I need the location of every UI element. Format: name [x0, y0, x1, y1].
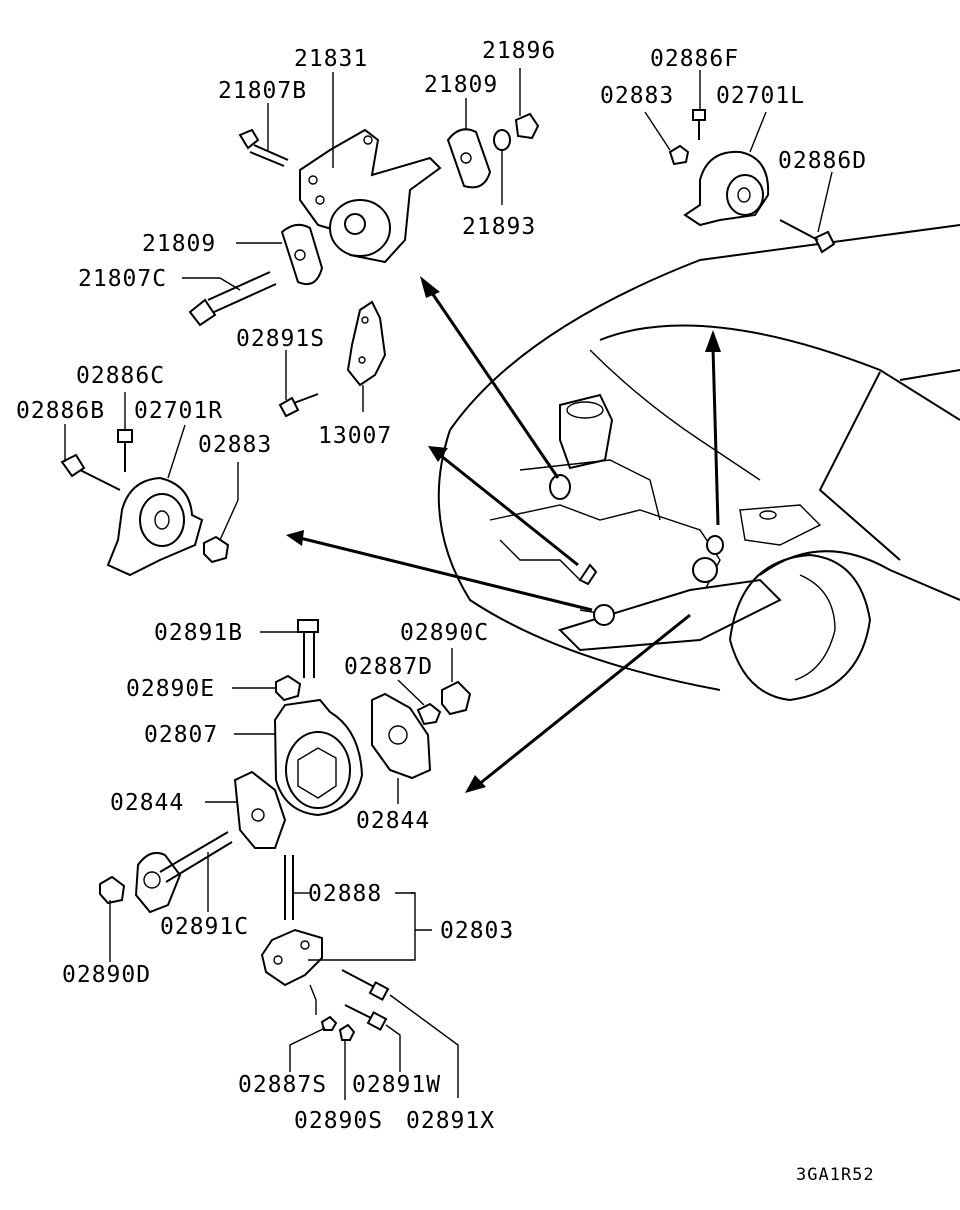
label-02701L: 02701L — [716, 83, 805, 109]
mount-02701R-assembly — [60, 429, 230, 577]
label-02888: 02888 — [308, 881, 382, 907]
mount-21831-assembly — [188, 112, 540, 327]
label-02886B: 02886B — [16, 398, 105, 424]
label-21896: 21896 — [482, 38, 556, 64]
label-02883-top: 02883 — [600, 83, 674, 109]
label-02890C: 02890C — [400, 620, 489, 646]
label-21809-top: 21809 — [424, 72, 498, 98]
label-13007: 13007 — [318, 423, 392, 449]
label-02886F: 02886F — [650, 46, 739, 72]
label-02891C: 02891C — [160, 914, 249, 940]
label-21893: 21893 — [462, 214, 536, 240]
label-02890D: 02890D — [62, 962, 151, 988]
mount-02807-assembly — [99, 619, 472, 1041]
label-02891X: 02891X — [406, 1108, 495, 1134]
vehicle-engine-bay-illustration — [437, 224, 960, 702]
diagram-code: 3GA1R52 — [796, 1165, 875, 1185]
label-02891S: 02891S — [236, 326, 325, 352]
label-02701R: 02701R — [134, 398, 223, 424]
leader-lines — [64, 68, 833, 1100]
bracket-13007-assembly — [278, 300, 387, 418]
label-02886D: 02886D — [778, 148, 867, 174]
part-labels: 21831 21807B 21809 21896 21893 21809 218… — [16, 38, 875, 1185]
label-02844-right: 02844 — [356, 808, 430, 834]
label-02844-left: 02844 — [110, 790, 184, 816]
label-02890E: 02890E — [126, 676, 215, 702]
label-02891B: 02891B — [154, 620, 243, 646]
label-02887S: 02887S — [238, 1072, 327, 1098]
label-02887D: 02887D — [344, 654, 433, 680]
label-02803: 02803 — [440, 918, 514, 944]
label-02886C: 02886C — [76, 363, 165, 389]
label-02807: 02807 — [144, 722, 218, 748]
label-02891W: 02891W — [352, 1072, 441, 1098]
pointer-arrows — [286, 276, 721, 793]
label-21831: 21831 — [294, 46, 368, 72]
label-02883-left: 02883 — [198, 432, 272, 458]
label-21807B: 21807B — [218, 78, 307, 104]
mount-02701L-assembly — [668, 109, 836, 254]
label-21809-lower: 21809 — [142, 231, 216, 257]
label-21807C: 21807C — [78, 266, 167, 292]
label-02890S: 02890S — [294, 1108, 383, 1134]
